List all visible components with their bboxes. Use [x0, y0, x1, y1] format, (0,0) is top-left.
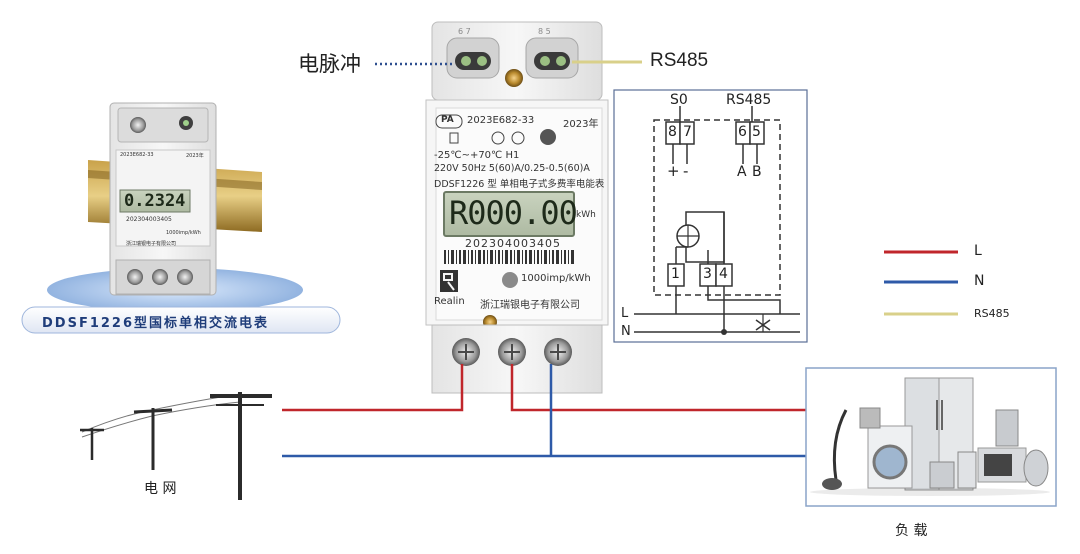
- meter-cert-code: 2023E682-33: [467, 115, 535, 126]
- schematic-t1: 1: [671, 266, 680, 282]
- legend: [884, 250, 958, 316]
- meter-lcd-value: R000.00: [449, 194, 578, 232]
- load-label: 负 载: [895, 523, 928, 539]
- small-meter-imp: 1000imp/kWh: [166, 230, 201, 236]
- meter-lcd-unit: kWh: [576, 210, 596, 220]
- schematic-s0: S0: [670, 92, 688, 108]
- meter-term-right: 8 5: [538, 27, 551, 36]
- small-meter-company: 浙江瑞银电子有限公司: [126, 241, 177, 247]
- pulse-label: 电脉冲: [298, 52, 361, 76]
- grid-label: 电 网: [144, 481, 177, 497]
- model-badge-text: DDSF1226型国标单相交流电表: [42, 316, 270, 331]
- meter-year: 2023年: [563, 119, 599, 130]
- load-appliances-panel: [805, 367, 1057, 507]
- small-meter-cert: 2023E682-33: [120, 152, 154, 158]
- schematic-t3: 3: [703, 266, 712, 282]
- meter-model: DDSF1226 型 单相电子式多费率电能表: [434, 179, 605, 190]
- cert-badge-frame: [435, 114, 463, 129]
- schematic-t5: 5: [752, 124, 761, 140]
- schematic-t6: 6: [738, 124, 747, 140]
- meter-serial: 202304003405: [465, 237, 561, 250]
- schematic-N: N: [621, 324, 631, 339]
- small-meter-serial: 202304003405: [126, 216, 172, 223]
- schematic-plus: +: [667, 162, 680, 180]
- schematic-minus: -: [683, 162, 689, 180]
- legend-label-L: L: [974, 243, 982, 259]
- meter-temp: -25℃~+70℃ H1: [434, 150, 520, 161]
- legend-label-N: N: [974, 273, 985, 289]
- schematic-a: A: [737, 164, 747, 180]
- live-out-wire: [510, 364, 808, 412]
- meter-term-left: 6 7: [458, 27, 471, 36]
- meter-company: 浙江瑞银电子有限公司: [480, 300, 580, 311]
- pulse-indicator-icon: [502, 272, 518, 288]
- main-lcd: [443, 191, 575, 237]
- schematic-rs485: RS485: [726, 92, 772, 108]
- schematic-t4: 4: [719, 266, 728, 282]
- meter-imp: 1000imp/kWh: [521, 273, 591, 284]
- meter-brand: Realin: [434, 296, 465, 307]
- small-meter-lcd-value: 0.2324: [124, 191, 186, 211]
- meter-spec: 220V 50Hz 5(60)A/0.25-0.5(60)A: [434, 163, 590, 174]
- seal-screw-top: [505, 69, 523, 87]
- barcode: [444, 250, 574, 264]
- model-badge: [21, 306, 341, 334]
- schematic-L: L: [621, 306, 629, 321]
- wiring-schematic: [613, 89, 808, 343]
- schematic-frame: [613, 89, 808, 343]
- pulse-led: [540, 129, 556, 145]
- schematic-t8: 8: [668, 124, 677, 140]
- small-meter-photo: [21, 102, 341, 334]
- live-in-wire: [282, 364, 464, 412]
- legend-label-RS485: RS485: [974, 307, 1010, 320]
- meter-cert-badge: PA: [441, 115, 454, 125]
- power-wiring: [282, 364, 808, 458]
- utility-poles-icon: [80, 392, 272, 500]
- schematic-b: B: [752, 164, 762, 180]
- small-meter-year: 2023年: [186, 153, 204, 159]
- rs485-label: RS485: [650, 50, 709, 71]
- small-meter-lcd: [119, 189, 191, 213]
- schematic-t7: 7: [683, 124, 692, 140]
- main-meter: [425, 21, 609, 394]
